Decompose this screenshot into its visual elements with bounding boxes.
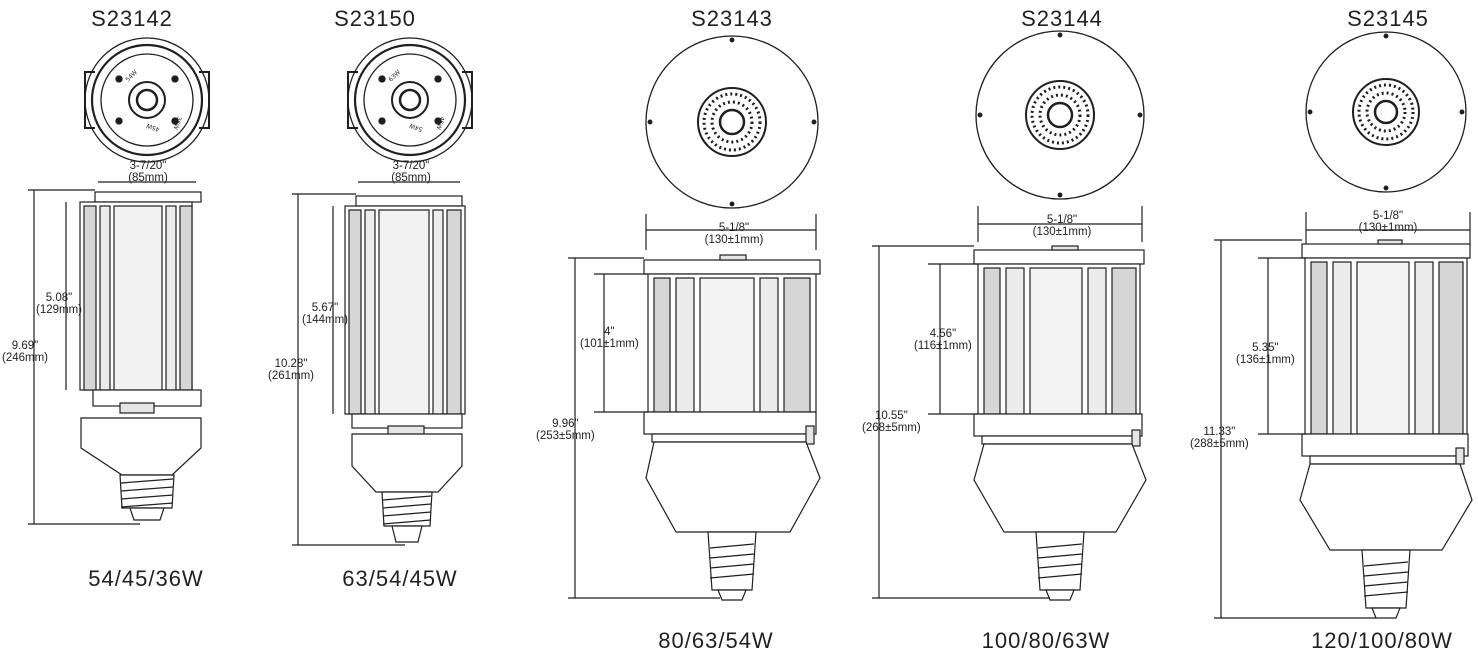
face-label: 45W [145,121,160,132]
wattage-label: 80/63/54W [658,628,774,653]
model-label: S23142 [91,6,173,31]
width-dimension: 5-1/8"(130±1mm) [1358,210,1418,234]
fin-height-dimension: 5.35"(136±1mm) [1236,342,1295,366]
fin-height-dimension: 4"(101±1mm) [580,326,639,350]
width-dimension: 5-1/8"(130±1mm) [704,222,764,246]
width-dimension: 3-7/20"(85mm) [391,160,431,184]
total-height-dimension: 10.28"(261mm) [268,358,315,382]
face-label: 54W [408,121,423,132]
width-dimension: 3-7/20"(85mm) [128,160,168,184]
wattage-label: 54/45/36W [88,566,204,591]
model-label: S23143 [691,6,773,31]
width-dimension: 5-1/8"(130±1mm) [1032,214,1092,238]
total-height-dimension: 9.69"(246mm) [2,340,49,364]
wattage-label: 100/80/63W [981,628,1111,653]
total-height-dimension: 9.96"(253±5mm) [536,418,595,442]
fin-height-dimension: 4.56"(116±1mm) [914,328,972,352]
model-label: S23145 [1347,6,1429,31]
total-height-dimension: 10.55"(268±5mm) [862,410,921,434]
fin-height-dimension: 5.67"(144mm) [302,302,349,326]
model-label: S23150 [334,6,416,31]
wattage-label: 120/100/80W [1311,628,1453,653]
face-label: 36W [171,115,182,130]
total-height-dimension: 11.33"(288±5mm) [1190,426,1249,450]
fin-height-dimension: 5.08"(129mm) [36,292,83,316]
face-label: 45W [434,115,445,130]
wattage-label: 63/54/45W [342,566,458,591]
model-label: S23144 [1021,6,1103,31]
